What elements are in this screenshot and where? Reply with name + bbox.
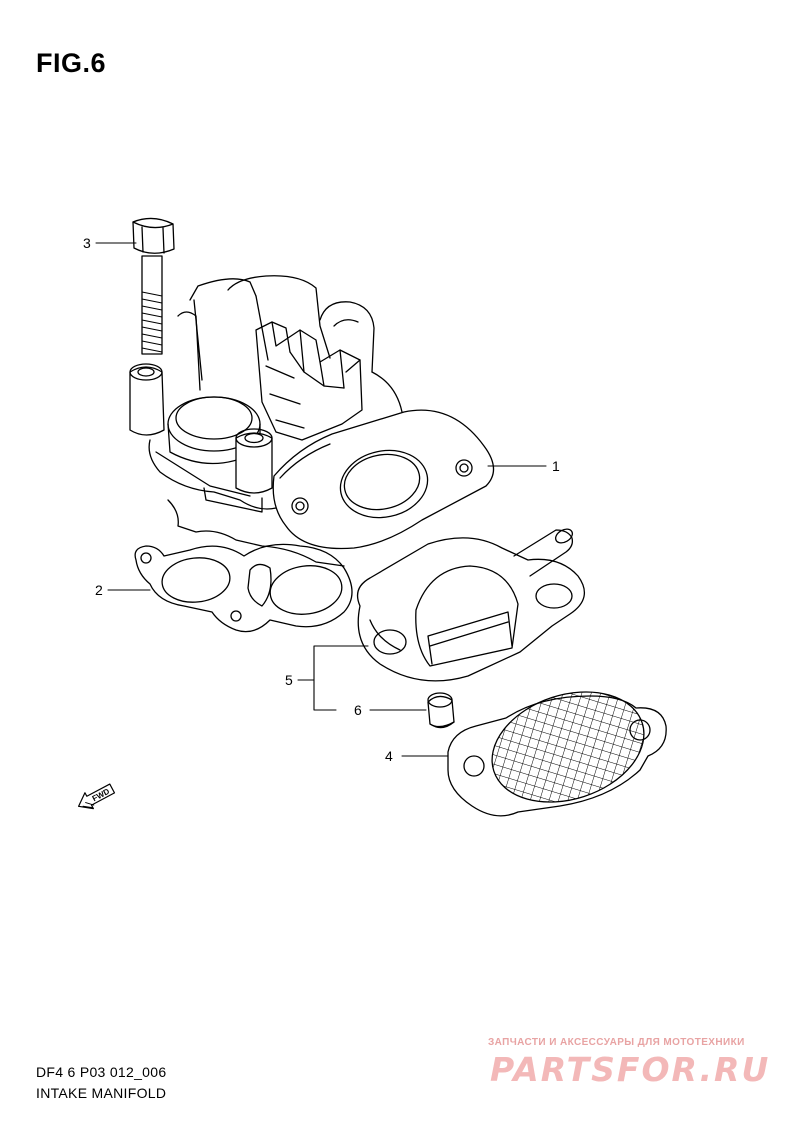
screen-gasket: [447, 691, 667, 817]
callout-4: 4: [385, 748, 393, 764]
bolt: [132, 217, 175, 355]
figure-title: FIG.6: [36, 48, 107, 78]
callout-5: 5: [285, 672, 293, 688]
callout-6: 6: [354, 702, 362, 718]
watermark-tagline: ЗАПЧАСТИ И АКСЕССУАРЫ ДЛЯ МОТОТЕХНИКИ: [488, 1037, 745, 1048]
callout-3: 3: [83, 235, 91, 251]
gasket: [134, 543, 353, 633]
manifold-body: [129, 275, 495, 567]
leader-lines: [95, 242, 547, 757]
model-code: DF4 6 P03 012_006: [36, 1064, 167, 1080]
callout-1: 1: [552, 458, 560, 474]
collar: [427, 692, 455, 729]
callout-2: 2: [95, 582, 103, 598]
watermark-logo: PARTSFOR.RU: [490, 1050, 771, 1089]
section-name: INTAKE MANIFOLD: [36, 1085, 167, 1101]
intake-pipe: [356, 528, 586, 682]
fwd-arrow-icon: FWD: [77, 783, 116, 810]
